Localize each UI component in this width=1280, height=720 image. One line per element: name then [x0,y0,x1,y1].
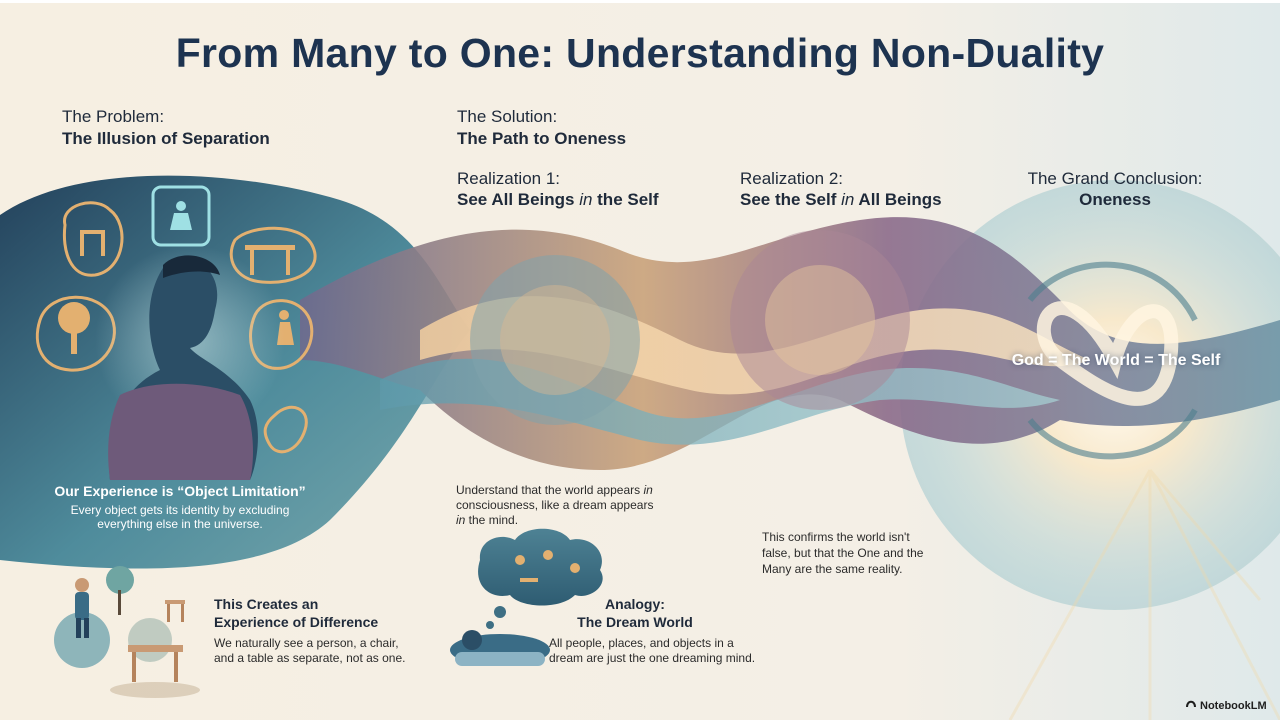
realization1-heading-em: in [579,190,593,209]
analogy-heading: The Dream World [577,614,693,630]
realization1-heading-pre: See All Beings [457,190,580,209]
difference-title-1: This Creates an [214,596,319,612]
realization1-kicker: Realization 1: [457,169,561,188]
conclusion-kicker: The Grand Conclusion: [1027,169,1203,188]
difference-title-2: Experience of Difference [214,614,379,630]
conclusion-heading: Oneness [1079,190,1151,209]
oneness-equation: God = The World = The Self [1011,352,1221,369]
realization1-heading: See All Beings in the Self [457,189,659,210]
realization1-text-3a: in [456,513,466,527]
realization1-text-2: consciousness, like a dream appears [456,498,654,512]
analogy-text-1: All people, places, and objects in a [549,636,734,650]
limitation-text-1: Every object gets its identity by exclud… [70,503,290,517]
realization2-kicker: Realization 2: [740,169,844,188]
realization1-text-3: in the mind. [456,513,518,528]
realization2-text-2: false, but that the One and the [762,546,924,560]
solution-heading: The Path to Oneness [457,129,627,148]
limitation-title: Our Experience is “Object Limitation” [54,483,306,499]
realization2-heading-pre: See the Self [740,190,842,209]
realization2-text-3: Many are the same reality. [762,562,903,576]
problem-heading: The Illusion of Separation [62,129,270,148]
realization1-heading-post: the Self [592,190,659,209]
realization1-text-1: Understand that the world appears in [456,483,653,498]
page-title: From Many to One: Understanding Non-Dual… [175,30,1105,76]
realization2-heading: See the Self in All Beings [740,189,942,210]
difference-text-2: and a table as separate, not as one. [214,651,406,665]
difference-text-1: We naturally see a person, a chair, [214,636,399,650]
realization2-text-1: This confirms the world isn't [762,530,910,544]
realization1-text-3b: the mind. [465,513,519,527]
brand-label: NotebookLM [1200,700,1267,712]
realization2-heading-post: All Beings [854,190,942,209]
analogy-kicker: Analogy: [605,596,665,612]
limitation-text-2: everything else in the universe. [97,517,263,531]
realization2-heading-em: in [841,190,855,209]
solution-kicker: The Solution: [457,107,558,126]
realization1-text-1a: Understand that the world appears [456,483,644,497]
realization1-text-1b: in [643,483,653,497]
analogy-text-2: dream are just the one dreaming mind. [549,651,756,665]
problem-kicker: The Problem: [62,107,165,126]
